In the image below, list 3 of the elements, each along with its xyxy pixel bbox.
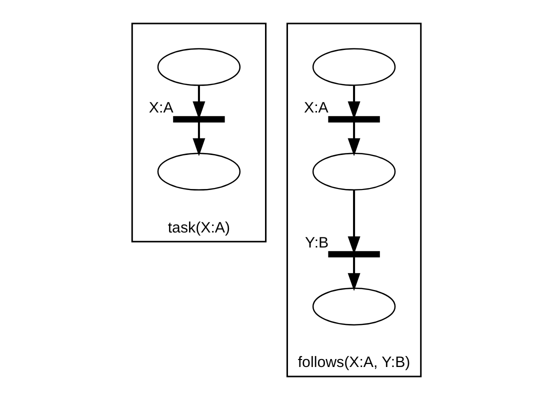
node-label: X:A [304,99,328,116]
node-label: X:A [148,99,174,116]
node-label: Y:B [305,234,329,252]
